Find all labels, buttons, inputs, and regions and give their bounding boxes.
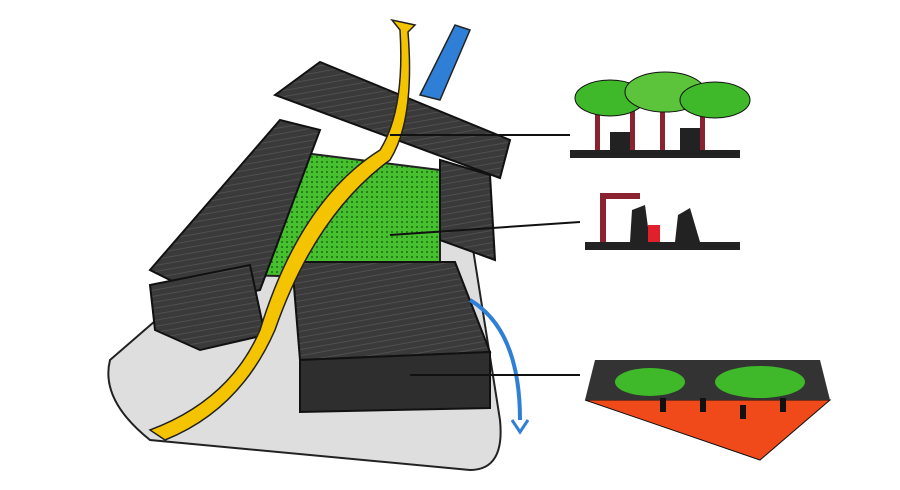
airflow-arrow-warm	[148, 18, 417, 441]
main-box-front	[299, 350, 491, 414]
courtyard-vignette	[585, 193, 740, 250]
small-block	[148, 263, 267, 352]
right-building	[439, 158, 497, 262]
main-box-building	[290, 261, 492, 362]
airflow-arrow-cool-top	[418, 24, 472, 101]
leader-line-2	[389, 221, 581, 236]
airflow-arrow-cool-bottom	[468, 298, 522, 421]
plaza-vignette	[584, 360, 832, 461]
arrowhead	[510, 419, 530, 435]
tree-vignette	[570, 71, 751, 158]
